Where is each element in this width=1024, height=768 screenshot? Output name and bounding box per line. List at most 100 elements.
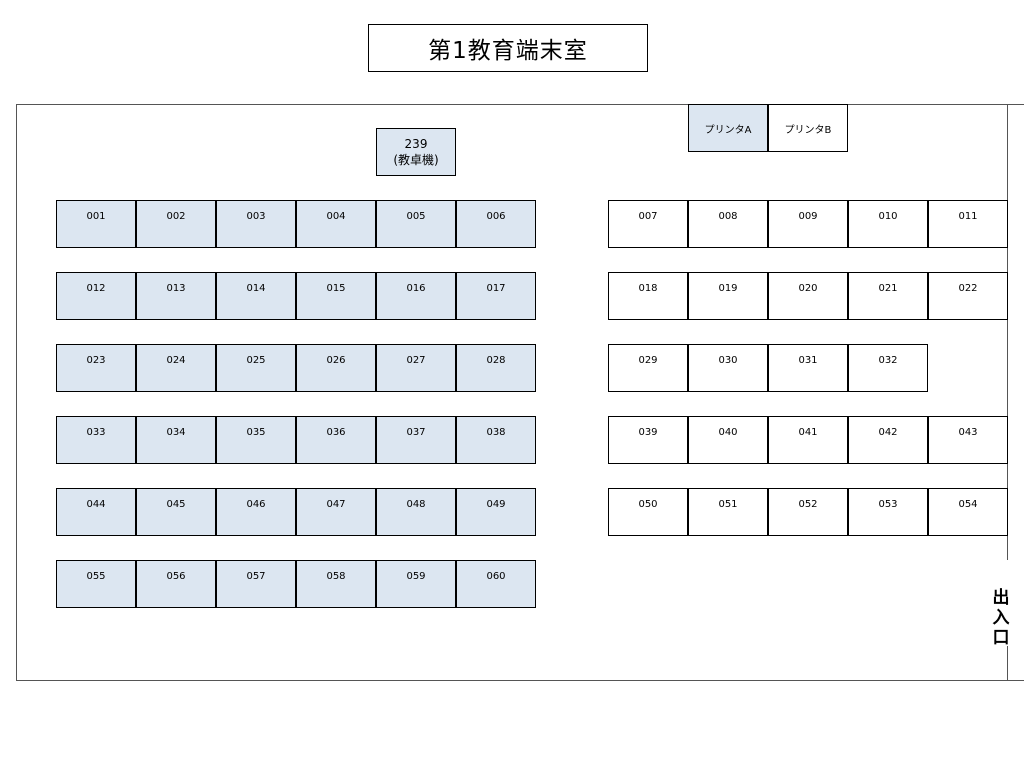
desk-number: 032 [878, 355, 898, 366]
desk-number: 004 [326, 211, 346, 222]
desk-number: 057 [246, 571, 266, 582]
desk-003[interactable]: 003 [216, 200, 296, 248]
desk-014[interactable]: 014 [216, 272, 296, 320]
desk-number: 046 [246, 499, 266, 510]
desk-057[interactable]: 057 [216, 560, 296, 608]
desk-016[interactable]: 016 [376, 272, 456, 320]
desk-number: 024 [166, 355, 186, 366]
desk-022[interactable]: 022 [928, 272, 1008, 320]
desk-004[interactable]: 004 [296, 200, 376, 248]
desk-008[interactable]: 008 [688, 200, 768, 248]
desk-036[interactable]: 036 [296, 416, 376, 464]
entrance-char-2: 入 [992, 608, 1010, 628]
desk-029[interactable]: 029 [608, 344, 688, 392]
desk-number: 040 [718, 427, 738, 438]
desk-021[interactable]: 021 [848, 272, 928, 320]
desk-005[interactable]: 005 [376, 200, 456, 248]
desk-044[interactable]: 044 [56, 488, 136, 536]
desk-number: 006 [486, 211, 506, 222]
desk-number: 044 [86, 499, 106, 510]
desk-017[interactable]: 017 [456, 272, 536, 320]
desk-number: 027 [406, 355, 426, 366]
desk-058[interactable]: 058 [296, 560, 376, 608]
desk-034[interactable]: 034 [136, 416, 216, 464]
desk-number: 025 [246, 355, 266, 366]
desk-012[interactable]: 012 [56, 272, 136, 320]
desk-056[interactable]: 056 [136, 560, 216, 608]
desk-033[interactable]: 033 [56, 416, 136, 464]
desk-010[interactable]: 010 [848, 200, 928, 248]
desk-041[interactable]: 041 [768, 416, 848, 464]
desk-039[interactable]: 039 [608, 416, 688, 464]
teacher-desk-number: 239 [404, 137, 428, 151]
desk-number: 014 [246, 283, 266, 294]
desk-042[interactable]: 042 [848, 416, 928, 464]
desk-031[interactable]: 031 [768, 344, 848, 392]
desk-number: 003 [246, 211, 266, 222]
desk-054[interactable]: 054 [928, 488, 1008, 536]
desk-002[interactable]: 002 [136, 200, 216, 248]
room-title: 第1教育端末室 [368, 24, 648, 72]
desk-035[interactable]: 035 [216, 416, 296, 464]
desk-number: 049 [486, 499, 506, 510]
desk-number: 041 [798, 427, 818, 438]
desk-037[interactable]: 037 [376, 416, 456, 464]
desk-number: 058 [326, 571, 346, 582]
desk-059[interactable]: 059 [376, 560, 456, 608]
desk-028[interactable]: 028 [456, 344, 536, 392]
desk-number: 020 [798, 283, 818, 294]
desk-026[interactable]: 026 [296, 344, 376, 392]
desk-number: 022 [958, 283, 978, 294]
teacher-desk[interactable]: 239 (教卓機) [376, 128, 456, 176]
teacher-desk-label: (教卓機) [393, 153, 439, 167]
desk-number: 029 [638, 355, 658, 366]
desk-045[interactable]: 045 [136, 488, 216, 536]
desk-009[interactable]: 009 [768, 200, 848, 248]
desk-046[interactable]: 046 [216, 488, 296, 536]
desk-020[interactable]: 020 [768, 272, 848, 320]
desk-number: 059 [406, 571, 426, 582]
desk-027[interactable]: 027 [376, 344, 456, 392]
desk-055[interactable]: 055 [56, 560, 136, 608]
desk-number: 055 [86, 571, 106, 582]
printer-b[interactable]: プリンタB [768, 104, 848, 152]
desk-032[interactable]: 032 [848, 344, 928, 392]
desk-013[interactable]: 013 [136, 272, 216, 320]
desk-024[interactable]: 024 [136, 344, 216, 392]
desk-038[interactable]: 038 [456, 416, 536, 464]
entrance-label: 出 入 口 [990, 588, 1012, 648]
desk-011[interactable]: 011 [928, 200, 1008, 248]
desk-053[interactable]: 053 [848, 488, 928, 536]
desk-number: 016 [406, 283, 426, 294]
desk-number: 060 [486, 571, 506, 582]
desk-023[interactable]: 023 [56, 344, 136, 392]
desk-025[interactable]: 025 [216, 344, 296, 392]
desk-030[interactable]: 030 [688, 344, 768, 392]
printer-a-label: プリンタA [704, 124, 752, 136]
desk-048[interactable]: 048 [376, 488, 456, 536]
desk-040[interactable]: 040 [688, 416, 768, 464]
desk-060[interactable]: 060 [456, 560, 536, 608]
right-wall-upper [1007, 104, 1008, 560]
desk-015[interactable]: 015 [296, 272, 376, 320]
desk-019[interactable]: 019 [688, 272, 768, 320]
desk-number: 005 [406, 211, 426, 222]
desk-number: 043 [958, 427, 978, 438]
desk-number: 010 [878, 211, 898, 222]
desk-043[interactable]: 043 [928, 416, 1008, 464]
desk-047[interactable]: 047 [296, 488, 376, 536]
desk-number: 021 [878, 283, 898, 294]
printer-a[interactable]: プリンタA [688, 104, 768, 152]
desk-007[interactable]: 007 [608, 200, 688, 248]
desk-number: 002 [166, 211, 186, 222]
desk-number: 008 [718, 211, 738, 222]
desk-052[interactable]: 052 [768, 488, 848, 536]
desk-051[interactable]: 051 [688, 488, 768, 536]
desk-018[interactable]: 018 [608, 272, 688, 320]
desk-006[interactable]: 006 [456, 200, 536, 248]
desk-number: 026 [326, 355, 346, 366]
desk-001[interactable]: 001 [56, 200, 136, 248]
desk-050[interactable]: 050 [608, 488, 688, 536]
desk-049[interactable]: 049 [456, 488, 536, 536]
entrance-char-1: 出 [992, 588, 1010, 608]
